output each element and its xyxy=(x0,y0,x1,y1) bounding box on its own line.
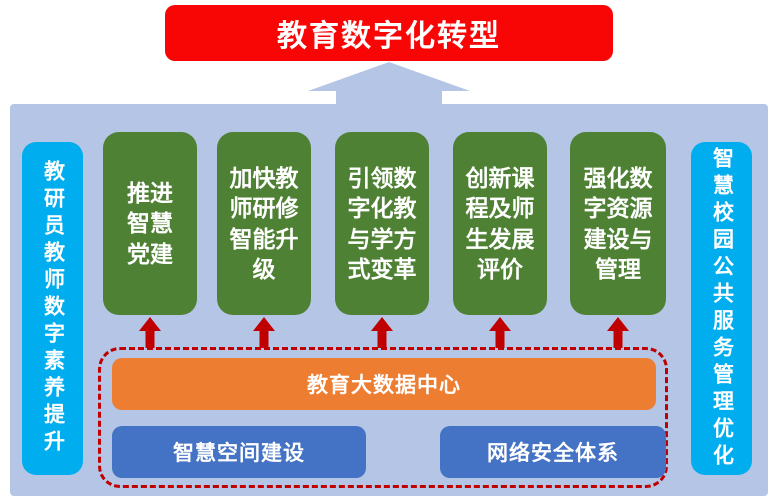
up-arrow-icon xyxy=(607,317,629,348)
big-up-arrow-icon xyxy=(308,62,470,108)
up-arrow-icon xyxy=(253,317,275,348)
smart-space-construction-box: 智慧空间建设 xyxy=(112,426,366,478)
pillar-digital-teaching-reform: 引领数 字化教 与学方 式变革 xyxy=(335,132,429,315)
title-banner: 教育数字化转型 xyxy=(165,5,613,61)
education-big-data-center-bar: 教育大数据中心 xyxy=(112,358,656,410)
pillar-smart-party-building: 推进 智慧 党建 xyxy=(103,132,197,315)
foundation-dashed-frame xyxy=(98,347,668,488)
pillar-digital-resources: 强化数 字资源 建设与 管理 xyxy=(570,132,666,315)
network-security-system-box: 网络安全体系 xyxy=(440,426,666,478)
side-bar-teacher-literacy: 教研员教师数字素养提升 xyxy=(22,142,83,475)
pillar-teacher-training-upgrade: 加快教 师研修 智能升 级 xyxy=(217,132,311,315)
pillar-innovative-evaluation: 创新课 程及师 生发展 评价 xyxy=(453,132,547,315)
up-arrow-icon xyxy=(489,317,511,348)
up-arrow-icon xyxy=(139,317,161,348)
main-panel: 教研员教师数字素养提升 推进 智慧 党建 加快教 师研修 智能升 级 引领数 字… xyxy=(10,104,768,496)
side-bar-smart-campus-services: 智慧校园公共服务管理优化 xyxy=(691,142,752,475)
up-arrow-icon xyxy=(371,317,393,348)
